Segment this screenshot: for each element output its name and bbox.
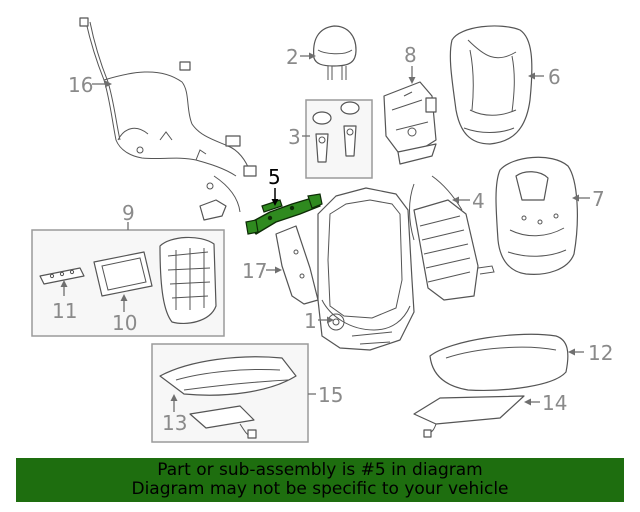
callout-6: 6 xyxy=(548,65,561,89)
wiring-harness-part[interactable] xyxy=(79,17,257,221)
callout-2: 2 xyxy=(286,45,299,69)
callout-13: 13 xyxy=(162,411,187,435)
callout-9: 9 xyxy=(122,201,135,225)
callout-7: 7 xyxy=(592,187,605,211)
side-pad-part[interactable] xyxy=(275,225,319,305)
callout-14: 14 xyxy=(542,391,567,415)
cushion-frame-part[interactable] xyxy=(159,356,297,396)
cushion-sensor-part[interactable] xyxy=(189,405,257,439)
switch-housing-part[interactable] xyxy=(159,236,217,325)
callout-10: 10 xyxy=(112,311,137,335)
switch-module-part[interactable] xyxy=(93,251,153,297)
callout-labels: 16 2 3 8 6 7 4 5 9 17 1 11 10 12 15 13 1… xyxy=(52,43,613,435)
info-banner: Part or sub-assembly is #5 in diagram Di… xyxy=(16,458,624,502)
callout-1: 1 xyxy=(304,309,317,333)
seatback-cushion-part[interactable] xyxy=(495,156,578,275)
heater-pad-part[interactable] xyxy=(413,395,525,438)
callout-12: 12 xyxy=(588,341,613,365)
leader-lines xyxy=(60,52,590,412)
headrest-guide-box xyxy=(305,99,373,179)
cushion-frame-box xyxy=(151,343,309,443)
callout-4: 4 xyxy=(472,189,485,213)
banner-line-part-number: Part or sub-assembly is #5 in diagram xyxy=(157,460,483,480)
callout-16: 16 xyxy=(68,73,93,97)
banner-line-disclaimer: Diagram may not be specific to your vehi… xyxy=(131,479,509,499)
switch-bezel-part[interactable] xyxy=(39,267,85,285)
callout-17: 17 xyxy=(242,259,267,283)
seatback-cover-part[interactable] xyxy=(449,25,533,145)
seatback-rear-panel-part[interactable] xyxy=(383,81,437,165)
seat-cushion-part[interactable] xyxy=(429,333,569,391)
headrest-guide-part[interactable] xyxy=(312,101,360,163)
callout-8: 8 xyxy=(404,43,417,67)
highlighted-bracket-part[interactable] xyxy=(245,193,323,235)
callout-5-highlighted: 5 xyxy=(268,165,281,189)
callout-3: 3 xyxy=(288,125,301,149)
callout-15: 15 xyxy=(318,383,343,407)
headrest-part[interactable] xyxy=(313,25,357,80)
lumbar-mat-part[interactable] xyxy=(409,175,495,301)
seat-frame-part[interactable] xyxy=(317,187,415,351)
callout-11: 11 xyxy=(52,299,77,323)
